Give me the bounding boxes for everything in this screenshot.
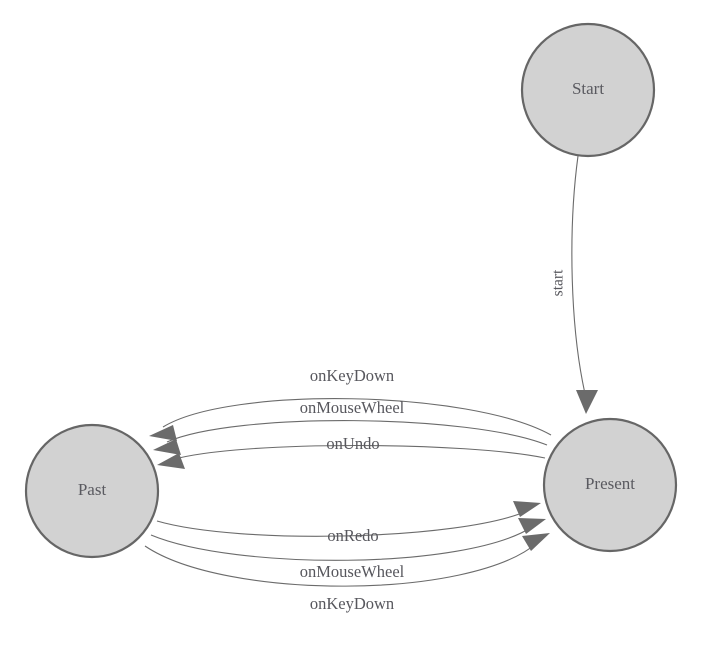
node-present-label: Present [585,474,635,493]
edge-label-mousewheel-down: onMouseWheel [300,562,405,581]
edge-label-start: start [550,269,567,296]
arrowhead-present-redo [513,501,541,517]
node-past[interactable]: Past [24,423,160,559]
node-present[interactable]: Present [542,417,678,553]
edge-past-to-present-redo[interactable] [156,501,541,537]
edge-label-mousewheel-up: onMouseWheel [300,398,405,417]
edge-path-redo [156,510,528,537]
edge-path-undo [170,444,546,461]
arrowhead-present-mousewheel [518,518,546,534]
edge-path-mousewheel-down [150,526,533,561]
node-start-circle [520,22,656,158]
arrowhead-past-mousewheel [153,439,181,455]
node-past-circle [24,423,160,559]
edge-path-start [571,155,587,399]
edge-label-redo: onRedo [327,526,378,545]
edge-start-to-present[interactable] [571,155,598,414]
edge-path-keydown-up [162,398,552,436]
arrowhead-past-keydown [149,425,177,441]
edge-past-to-present-mousewheel[interactable] [150,518,546,561]
edge-label-keydown-down: onKeyDown [310,594,394,613]
arrowhead-past-undo [157,453,185,469]
edge-present-to-past-mousewheel[interactable] [153,420,548,455]
node-past-label: Past [78,480,107,499]
edge-path-keydown-down [144,542,538,587]
node-present-circle [542,417,678,553]
edge-path-mousewheel-up [166,420,548,446]
edge-label-undo: onUndo [326,434,379,453]
edge-present-to-past-undo[interactable] [157,444,546,470]
node-start[interactable]: Start [520,22,656,158]
node-start-label: Start [572,79,604,98]
edge-past-to-present-keydown[interactable] [144,533,550,587]
arrowhead-present-keydown [522,533,550,551]
edge-present-to-past-keydown[interactable] [149,398,552,441]
arrowhead-present-start [576,390,598,414]
edge-label-keydown-up: onKeyDown [310,366,394,385]
